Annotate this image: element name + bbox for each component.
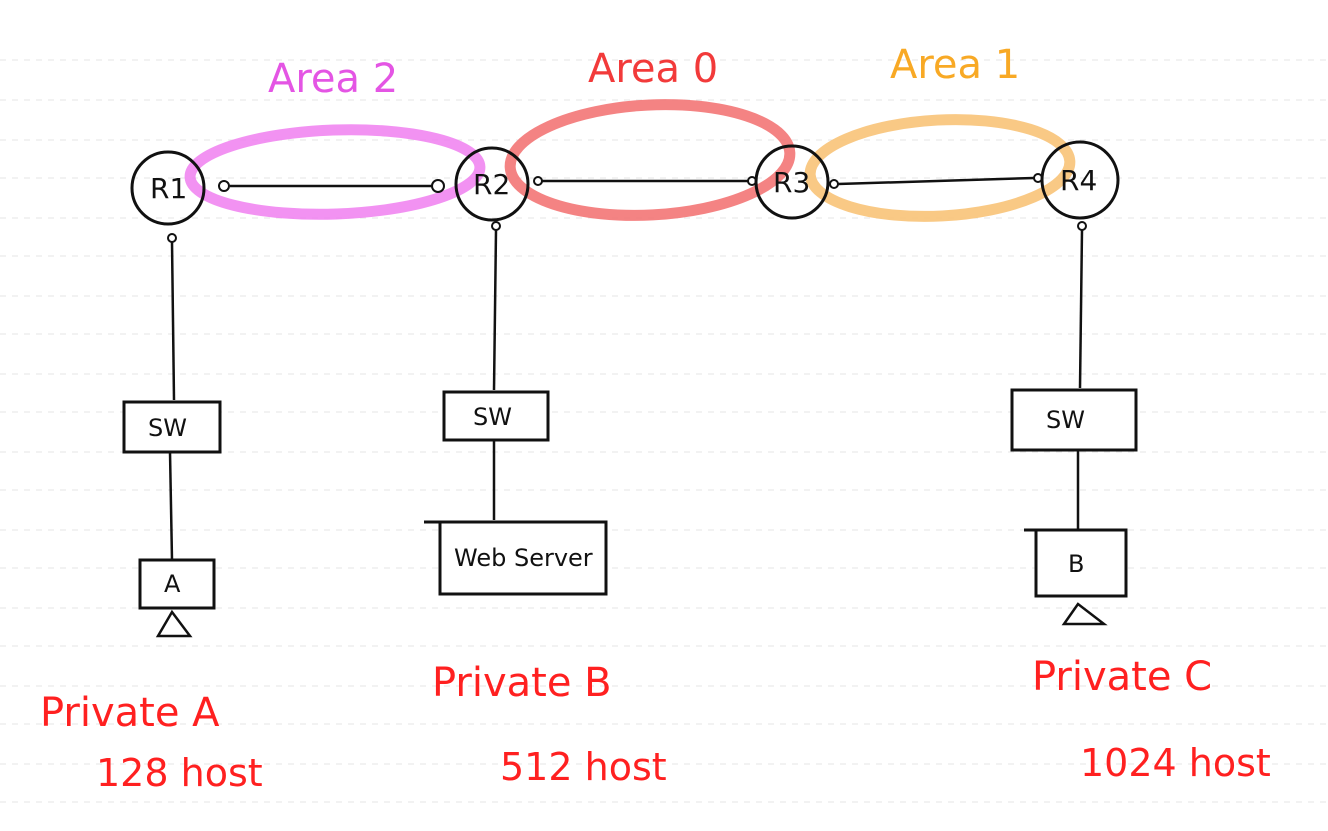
host-b[interactable]: B — [1024, 528, 1128, 626]
host-a[interactable]: A — [138, 558, 216, 638]
web-server[interactable]: Web Server — [424, 520, 608, 596]
host-b-label: B — [1068, 550, 1084, 578]
router-r3-label: R3 — [773, 166, 810, 199]
switch-sw3-label: SW — [1046, 406, 1085, 434]
router-r3[interactable]: R3 — [754, 144, 830, 220]
switch-sw1[interactable]: SW — [122, 400, 222, 454]
router-r4-label: R4 — [1060, 164, 1097, 197]
area2-ellipse — [184, 124, 486, 220]
router-r1[interactable]: R1 — [130, 150, 206, 226]
router-r2-label: R2 — [473, 168, 510, 201]
backbone-links — [230, 176, 1035, 188]
switch-sw1-label: SW — [148, 414, 187, 442]
access-links — [168, 229, 1084, 561]
router-r2[interactable]: R2 — [454, 146, 530, 222]
switch-sw3[interactable]: SW — [1010, 388, 1138, 452]
network-private-a-name: Private A — [40, 690, 220, 736]
area0-label: Area 0 — [588, 46, 718, 92]
network-private-b-name: Private B — [432, 660, 612, 706]
router-r4[interactable]: R4 — [1040, 140, 1120, 220]
network-private-a-hosts: 128 host — [96, 751, 263, 795]
host-a-stand-icon — [155, 609, 193, 638]
area0-ellipse — [504, 99, 796, 221]
network-private-b-hosts: 512 host — [500, 745, 667, 789]
network-private-c-hosts: 1024 host — [1080, 741, 1271, 785]
network-private-c-name: Private C — [1032, 654, 1212, 700]
area2-label: Area 2 — [268, 56, 398, 102]
web-server-label: Web Server — [454, 544, 593, 572]
area1-ellipse — [804, 114, 1076, 222]
host-b-stand-icon — [1061, 602, 1108, 626]
router-r1-label: R1 — [150, 172, 187, 205]
switch-sw2-label: SW — [473, 403, 512, 431]
switch-sw2[interactable]: SW — [442, 390, 550, 442]
host-a-label: A — [164, 570, 181, 598]
area1-label: Area 1 — [890, 42, 1020, 88]
interface-dots — [167, 173, 1087, 243]
